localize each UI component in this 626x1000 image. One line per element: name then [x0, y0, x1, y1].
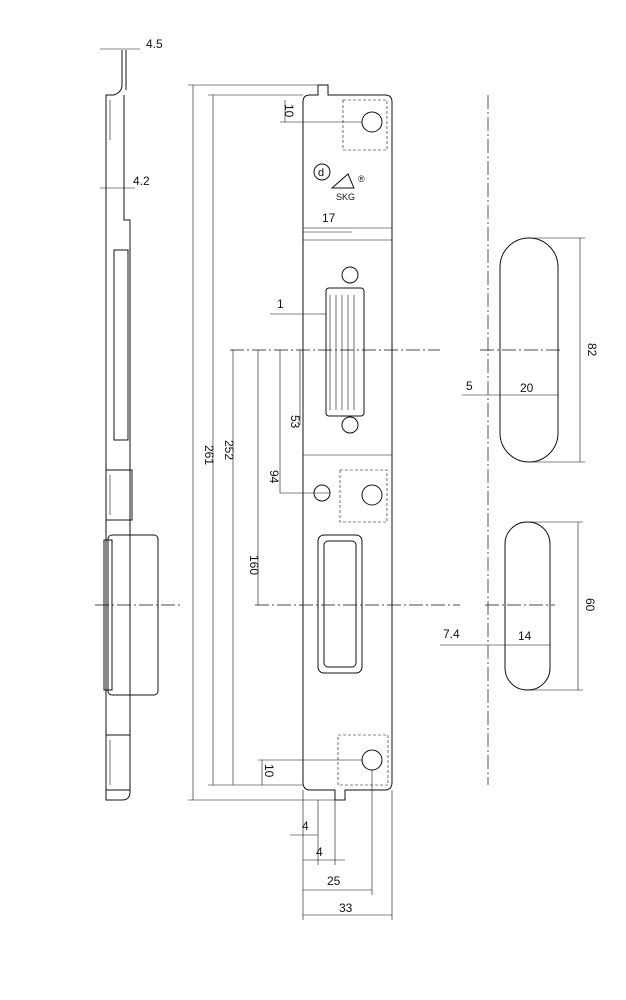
- dim-lower-slot-length: 60: [583, 598, 597, 612]
- dim-lower-slot-width: 14: [518, 629, 532, 643]
- side-profile: [95, 48, 180, 801]
- logo-registered: ®: [358, 174, 365, 184]
- dimension-lines: [188, 84, 460, 920]
- dim-upper-slot-width: 20: [520, 381, 534, 395]
- dim-lower-slot-offset: 7.4: [443, 627, 460, 641]
- dim-total-length: 261: [202, 445, 216, 465]
- dim-keeper-width: 17: [322, 211, 336, 225]
- dim-keeper-gap: 1: [277, 297, 284, 311]
- slot-lower: [440, 521, 583, 691]
- dim-profile-mid: 4.2: [133, 174, 150, 188]
- dim-tab-offset-1: 4: [302, 819, 309, 833]
- slot-upper: [462, 237, 585, 463]
- dim-top-hole-offset: 10: [282, 104, 296, 118]
- dim-profile-top: 4.5: [146, 37, 163, 51]
- dim-middle-hole: 94: [267, 470, 281, 484]
- dim-upper-slot-length: 82: [585, 343, 599, 357]
- dim-tab-offset-2: 4: [316, 845, 323, 859]
- logo-circle: [313, 163, 331, 181]
- dim-bottom-hole-offset: 10: [262, 764, 276, 778]
- dim-hole-x: 25: [327, 874, 341, 888]
- dim-upper-slot-offset: 5: [466, 379, 473, 393]
- dim-plate-width: 33: [339, 901, 353, 915]
- dim-hole-span: 252: [222, 440, 236, 460]
- dim-lower-keeper: 160: [247, 555, 261, 575]
- logo-brand: SKG: [336, 192, 355, 202]
- dim-keeper-screw: 53: [288, 415, 302, 429]
- logo-letter: d: [318, 167, 324, 179]
